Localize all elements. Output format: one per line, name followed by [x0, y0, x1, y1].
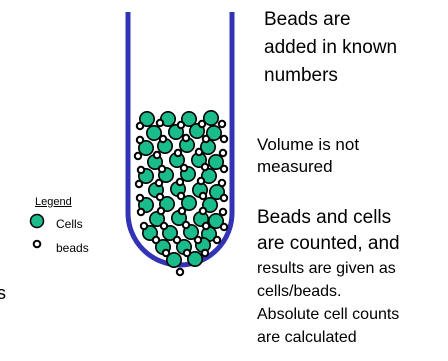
bead	[175, 150, 181, 156]
bead	[203, 136, 209, 142]
bead	[159, 166, 165, 172]
bead	[203, 223, 209, 229]
bead	[202, 164, 208, 170]
bead	[221, 195, 227, 201]
bead	[137, 137, 143, 143]
text-line: Beads and cells	[257, 205, 400, 231]
text-line: numbers	[264, 62, 397, 90]
volume-text: Volume is not measured	[257, 134, 359, 178]
text-line: Beads are	[264, 6, 397, 34]
counted-text-small: results are given as cells/beads. Absolu…	[257, 257, 399, 349]
bead	[157, 120, 163, 126]
bead	[137, 195, 143, 201]
bead	[136, 181, 142, 187]
bead	[141, 223, 147, 229]
bead	[202, 250, 208, 256]
bead	[178, 193, 184, 199]
bead	[137, 123, 143, 129]
bead	[179, 208, 185, 214]
bead	[199, 121, 205, 127]
text-line: Volume is not	[257, 134, 359, 156]
bead	[138, 167, 144, 173]
counted-text-large: Beads and cells are counted, and	[257, 205, 400, 257]
text-line: cells/beads.	[257, 280, 399, 303]
text-line: added in known	[264, 34, 397, 62]
bead	[158, 208, 164, 214]
legend-label-beads: beads	[56, 241, 89, 255]
text-line: results are given as	[257, 257, 399, 280]
bead	[200, 208, 206, 214]
bead	[200, 193, 206, 199]
bead	[196, 149, 202, 155]
legend-title: Legend	[35, 196, 72, 208]
bead	[184, 250, 190, 256]
bead	[221, 166, 227, 172]
bead	[183, 222, 189, 228]
bead	[138, 209, 144, 215]
text-line: Absolute cell counts	[257, 303, 399, 326]
bead	[220, 209, 226, 215]
bead	[178, 122, 184, 128]
bead	[214, 237, 220, 243]
text-line: are calculated	[257, 326, 399, 349]
bead	[198, 178, 204, 184]
text-line: measured	[257, 156, 359, 178]
bead	[181, 165, 187, 171]
bead	[157, 194, 163, 200]
beads-added-text: Beads are added in known numbers	[264, 6, 397, 90]
bead	[156, 180, 162, 186]
bead	[220, 150, 226, 156]
bead	[219, 121, 225, 127]
text-line: are counted, and	[257, 231, 400, 257]
bead	[219, 180, 225, 186]
bead	[177, 179, 183, 185]
bead	[154, 152, 160, 158]
bead	[160, 136, 166, 142]
bead	[183, 135, 189, 141]
bead	[163, 250, 169, 256]
bead	[221, 224, 227, 230]
cut-off-text-fragment: s	[0, 283, 6, 304]
bead	[153, 237, 159, 243]
bead	[174, 237, 180, 243]
legend-label-cells: Cells	[56, 217, 83, 231]
bead	[161, 223, 167, 229]
legend: Legend Cells beads	[23, 193, 103, 263]
bead	[221, 136, 227, 142]
bead	[195, 237, 201, 243]
bead	[177, 269, 183, 275]
bead	[135, 153, 141, 159]
